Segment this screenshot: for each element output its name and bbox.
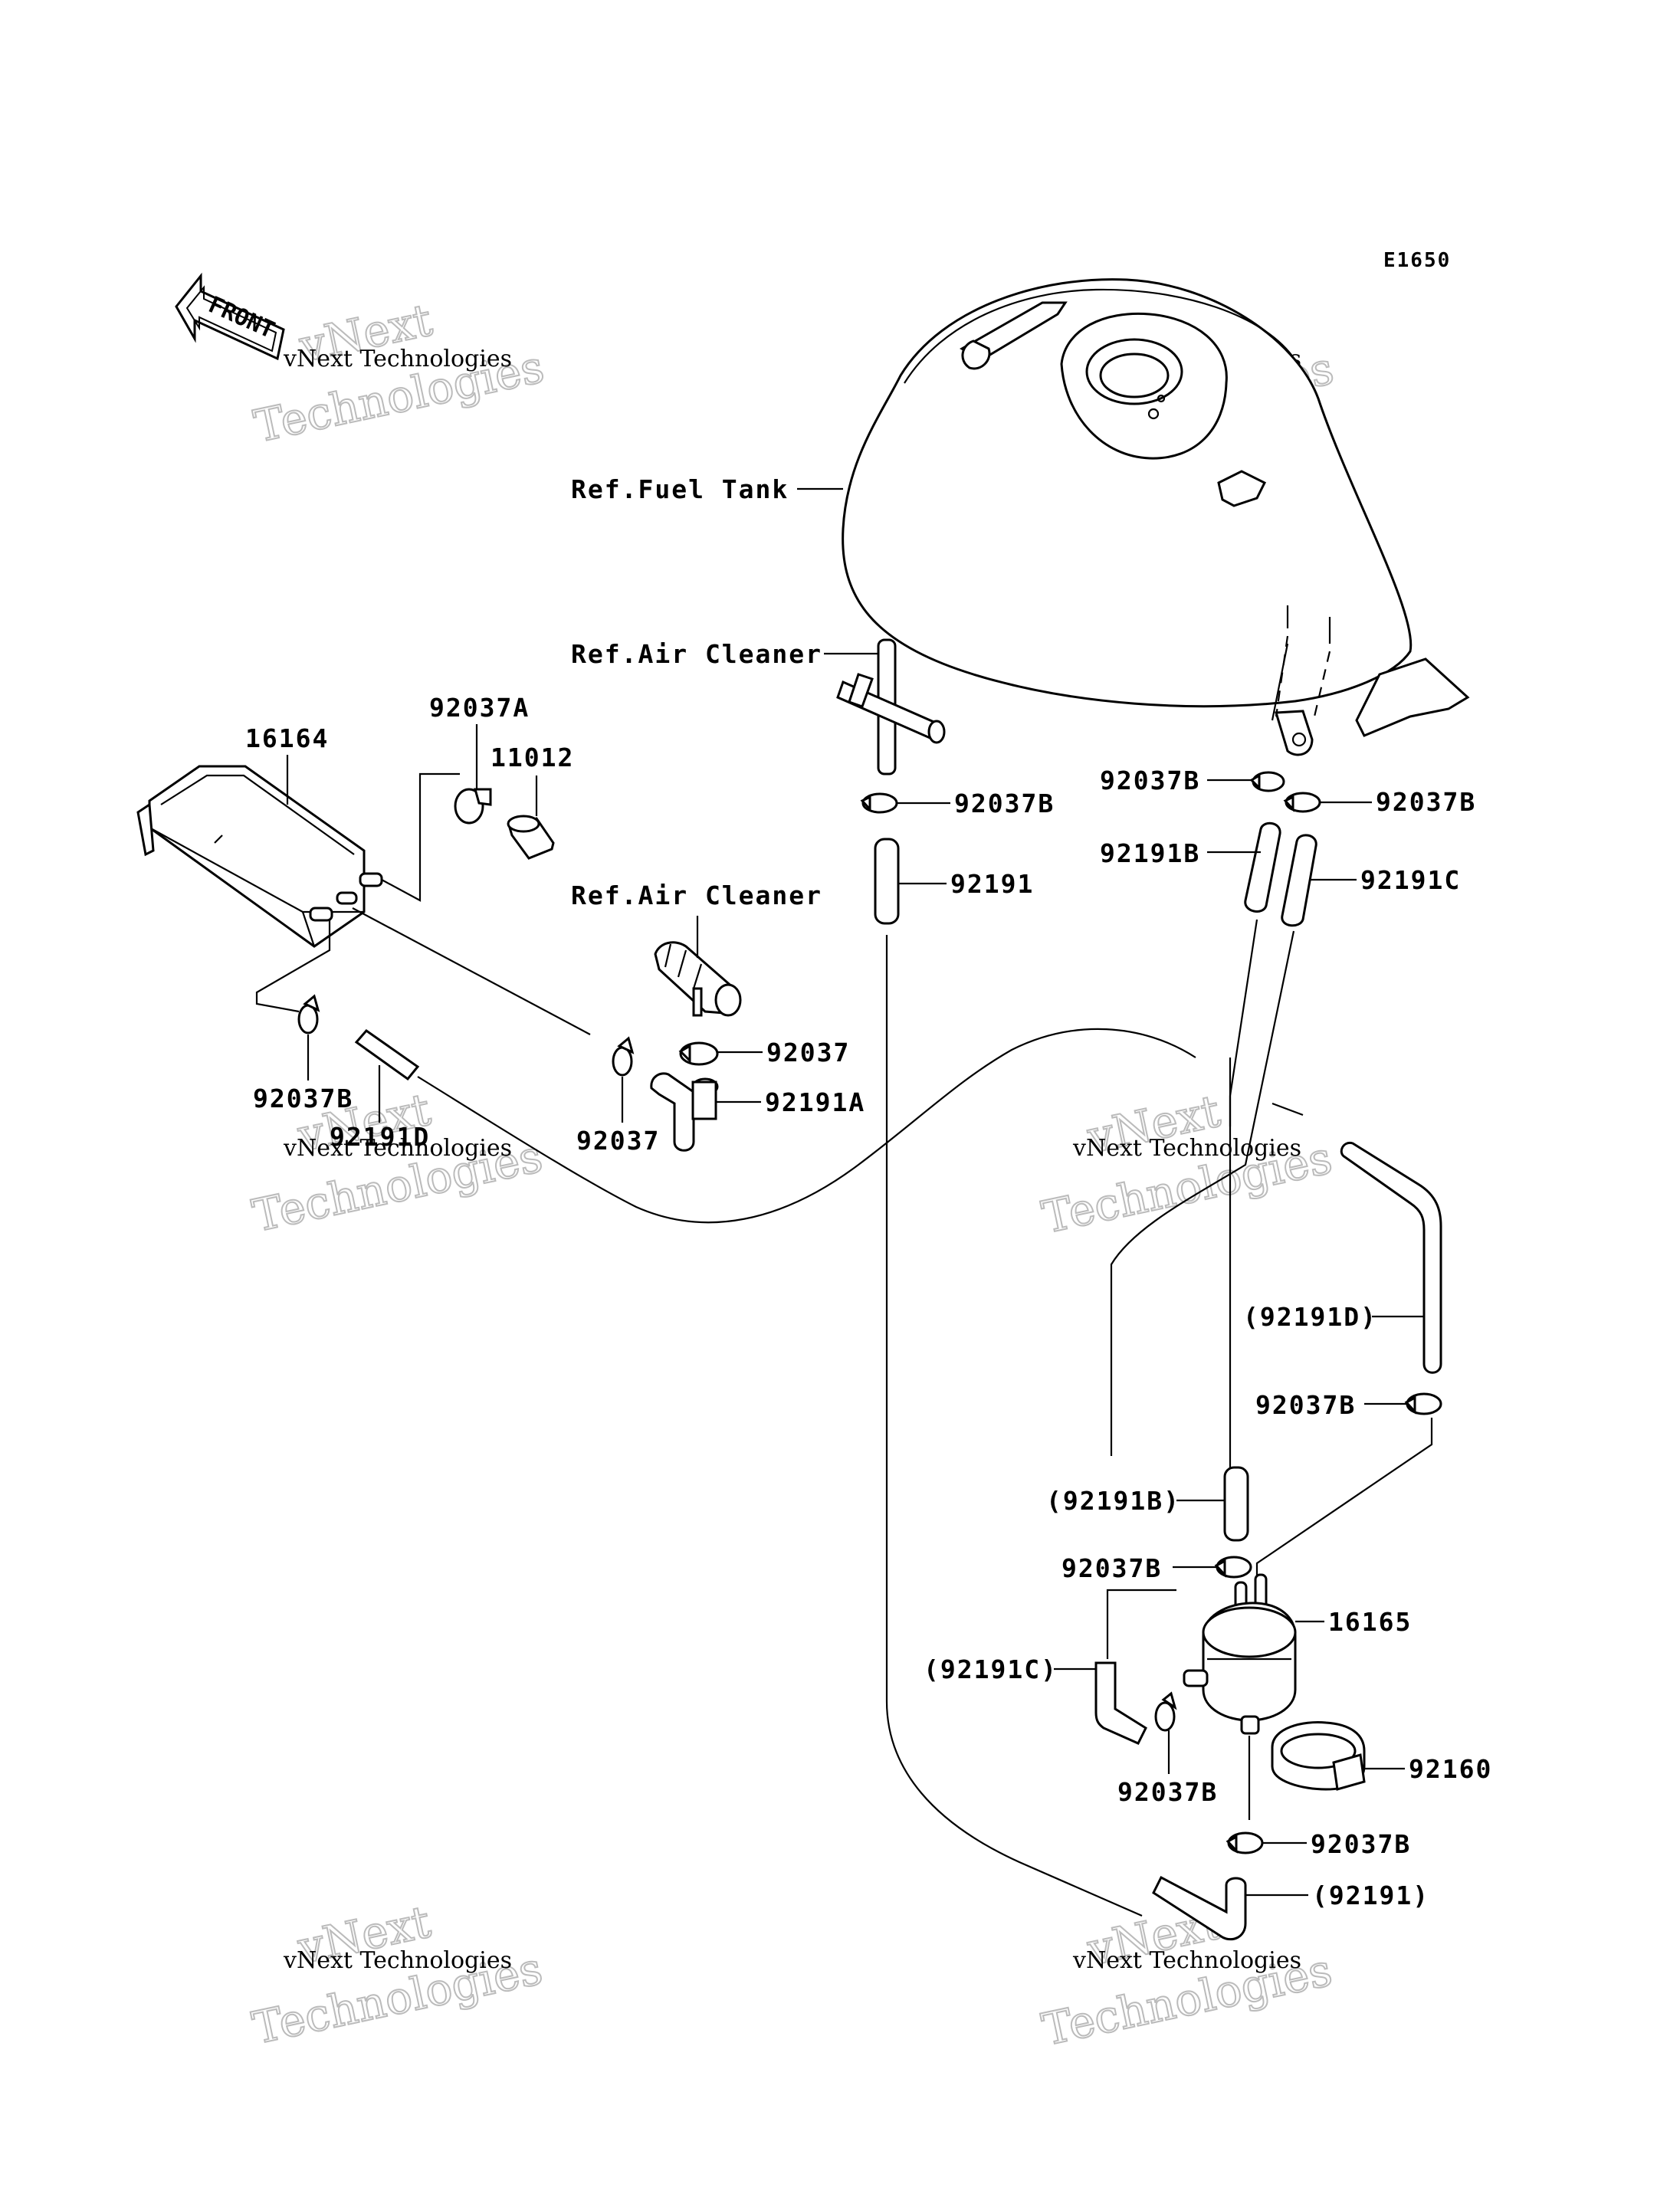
label-92037a: 92037A — [429, 693, 530, 723]
label-92191b: 92191B — [1100, 838, 1200, 868]
label-92191c-paren: (92191C) — [924, 1654, 1058, 1684]
fuel-tank — [842, 278, 1470, 756]
clamp-92037-left — [612, 1036, 635, 1077]
routing-line-canister-bottom — [255, 920, 331, 1013]
watermark-small-top-left: vNext Technologies — [283, 346, 512, 372]
label-ref-air-cleaner-mid: Ref.Air Cleaner — [571, 880, 822, 910]
label-92191d-left: 92191D — [330, 1122, 430, 1152]
label-92037b-left: 92037B — [253, 1084, 353, 1113]
routing-line-92191c — [1110, 930, 1295, 1456]
label-92191a: 92191A — [765, 1087, 865, 1117]
watermark-small-mid-right: vNext Technologies — [1072, 1135, 1301, 1162]
clamp-92037-right — [678, 1041, 719, 1066]
clamp-92037b-filter-left — [1154, 1691, 1177, 1732]
label-92037b-filter-left: 92037B — [1117, 1777, 1218, 1807]
routing-line-92037b-mid — [1255, 1418, 1433, 1579]
watermark-small-mid-left: vNext Technologies — [283, 1135, 512, 1162]
clamp-92037a — [454, 788, 492, 825]
diagram-code: E1650 — [1383, 249, 1451, 272]
routing-line-canister-mid — [352, 907, 591, 1035]
fuel-filter-16165 — [1183, 1573, 1297, 1735]
label-ref-fuel-tank: Ref.Fuel Tank — [571, 474, 789, 504]
label-92037b-tank-right: 92037B — [1376, 787, 1476, 817]
watermark-small-bottom-left: vNext Technologies — [283, 1947, 512, 1974]
routing-line-92191d-right — [1271, 1102, 1304, 1117]
clamp-92037b-bottom — [1226, 1831, 1264, 1854]
label-92037b-bottom: 92037B — [1311, 1829, 1411, 1859]
label-92037b-filter-top: 92037B — [1061, 1553, 1162, 1583]
label-11012: 11012 — [491, 743, 574, 772]
label-ref-air-cleaner-top: Ref.Air Cleaner — [571, 639, 822, 669]
hose-92191-bottom — [1152, 1875, 1247, 1941]
routing-line-92191c-elbow — [1106, 1589, 1176, 1659]
hose-92191c-elbow — [1094, 1661, 1147, 1745]
label-16165: 16165 — [1328, 1607, 1412, 1637]
label-92037b-tank-left: 92037B — [1100, 766, 1200, 795]
label-92160: 92160 — [1409, 1754, 1492, 1784]
hose-92191c — [1281, 834, 1317, 927]
hose-92191b-small — [1223, 1466, 1249, 1542]
hose-92191a — [650, 1072, 719, 1152]
clamp-92037b-filter-top — [1214, 1556, 1252, 1579]
label-92191: 92191 — [950, 869, 1034, 899]
clamp-92037b-top — [860, 792, 898, 814]
watermark-small-bottom-right: vNext Technologies — [1072, 1947, 1301, 1974]
bracket-92160 — [1271, 1720, 1366, 1791]
routing-line-92191b — [1229, 919, 1258, 1525]
ref-air-cleaner-tee — [836, 638, 946, 776]
clamp-92037b-left — [297, 994, 320, 1035]
hose-92191d-right — [1340, 1141, 1442, 1374]
clamp-92037b-tank-right — [1283, 792, 1321, 813]
hose-92191b — [1244, 821, 1281, 913]
hose-92191 — [874, 838, 900, 925]
clamp-92037b-mid — [1404, 1392, 1442, 1415]
front-arrow-icon: FRONT — [175, 272, 285, 361]
routing-line-canister-top — [381, 772, 460, 902]
label-92191c: 92191C — [1360, 865, 1461, 895]
clamp-92037b-tank-left — [1249, 771, 1285, 792]
label-92037b-mid: 92037B — [1255, 1390, 1356, 1420]
label-92191d-paren: (92191D) — [1243, 1302, 1377, 1332]
label-92037b-top: 92037B — [954, 789, 1055, 818]
label-92191-paren: (92191) — [1312, 1881, 1429, 1910]
hose-92191d-left — [354, 1028, 420, 1081]
cap-11012 — [507, 815, 555, 860]
label-16164: 16164 — [245, 723, 329, 753]
label-92037-right: 92037 — [766, 1038, 850, 1067]
ref-air-cleaner-fitting — [654, 941, 742, 1017]
routing-line-92191 — [885, 935, 1143, 1917]
routing-line-92191d — [417, 1028, 1196, 1224]
label-92037-left: 92037 — [576, 1126, 660, 1156]
canister-16164 — [136, 765, 383, 948]
label-92191b-paren: (92191B) — [1046, 1486, 1180, 1516]
